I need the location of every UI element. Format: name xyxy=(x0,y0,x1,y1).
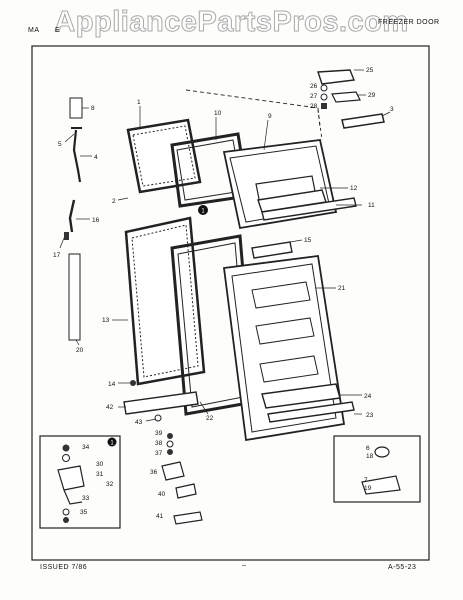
callout-25: 25 xyxy=(366,67,374,74)
callout-23: 23 xyxy=(366,412,374,419)
callout-41: 41 xyxy=(156,513,164,520)
callout-22: 22 xyxy=(206,415,214,422)
callout-10: 10 xyxy=(214,110,222,117)
part-8-shape xyxy=(69,97,83,119)
callout-14: 14 xyxy=(108,381,116,388)
part-11-shape xyxy=(261,197,357,221)
callout-19: 19 xyxy=(364,485,372,492)
part-1-shape xyxy=(126,118,202,194)
part-15-shape xyxy=(251,241,293,259)
part-14-shape xyxy=(130,380,136,386)
callout-5: 5 xyxy=(58,141,62,148)
part-26-shape xyxy=(320,84,328,92)
callout-13: 13 xyxy=(102,317,110,324)
callout-15: 15 xyxy=(304,237,312,244)
note-marker-shape xyxy=(198,205,208,215)
detail-box-left xyxy=(39,435,121,529)
callout-38: 38 xyxy=(155,440,163,447)
callout-7: 7 xyxy=(364,477,368,484)
callout-6: 6 xyxy=(366,445,370,452)
issued-date: ISSUED 7/86 xyxy=(40,564,88,571)
callout-17: 17 xyxy=(53,252,61,259)
callout-36: 36 xyxy=(150,469,158,476)
callout-34: 34 xyxy=(82,444,90,451)
callout-30: 30 xyxy=(96,461,104,468)
detail-box-right xyxy=(333,435,421,503)
part-40-shape xyxy=(175,483,197,499)
part-23-shape xyxy=(267,401,355,423)
page-code: A-55-23 xyxy=(388,564,417,571)
part-28-shape xyxy=(321,103,327,109)
callout-8: 8 xyxy=(91,105,95,112)
part-24-shape xyxy=(261,383,341,409)
part-29-shape xyxy=(331,91,361,103)
callout-24: 24 xyxy=(364,393,372,400)
callout-29: 29 xyxy=(368,92,376,99)
callout-9: 9 xyxy=(268,113,272,120)
part-41-shape xyxy=(173,511,203,525)
callout-2: 2 xyxy=(112,198,116,205)
callout-39: 39 xyxy=(155,430,163,437)
callout-18: 18 xyxy=(366,453,374,460)
model-label-left: MA xyxy=(28,27,40,34)
callout-40: 40 xyxy=(158,491,166,498)
callout-16: 16 xyxy=(92,217,100,224)
note-marker-2: 1 xyxy=(110,441,114,447)
callout-1: 1 xyxy=(137,99,141,106)
part-43-shape xyxy=(154,414,162,422)
part-36-shape xyxy=(161,461,185,481)
callout-27: 27 xyxy=(310,93,318,100)
section-title: FREEZER DOOR xyxy=(378,19,440,26)
callout-20: 20 xyxy=(76,347,84,354)
part-13-shape xyxy=(124,216,206,386)
callout-35: 35 xyxy=(80,509,88,516)
callout-21: 21 xyxy=(338,285,346,292)
callout-33: 33 xyxy=(82,495,90,502)
part-25-shape xyxy=(317,69,355,85)
callout-3: 3 xyxy=(390,106,394,113)
callout-11: 11 xyxy=(368,202,375,209)
part-42-shape xyxy=(123,391,199,415)
model-label-mid: E xyxy=(55,27,61,34)
part-16-shape xyxy=(68,199,76,233)
part-3-shape xyxy=(341,113,385,129)
part-17-shape xyxy=(64,232,69,240)
note-marker-1: 1 xyxy=(201,209,205,215)
callout-42: 42 xyxy=(106,404,114,411)
part-20-shape xyxy=(68,253,81,341)
callout-31: 31 xyxy=(96,471,104,478)
callout-32: 32 xyxy=(106,481,114,488)
callout-26: 26 xyxy=(310,83,318,90)
part-27-shape xyxy=(320,93,328,101)
callout-43: 43 xyxy=(135,419,143,426)
callout-12: 12 xyxy=(350,185,358,192)
callout-37: 37 xyxy=(155,450,163,457)
diagram-frame xyxy=(31,45,430,561)
callout-28: 28 xyxy=(310,103,318,110)
footer-dash: – xyxy=(242,562,247,569)
part-4-shape xyxy=(72,129,82,183)
callout-4: 4 xyxy=(94,154,98,161)
watermark: AppliancePartsPros.com xyxy=(54,6,409,39)
